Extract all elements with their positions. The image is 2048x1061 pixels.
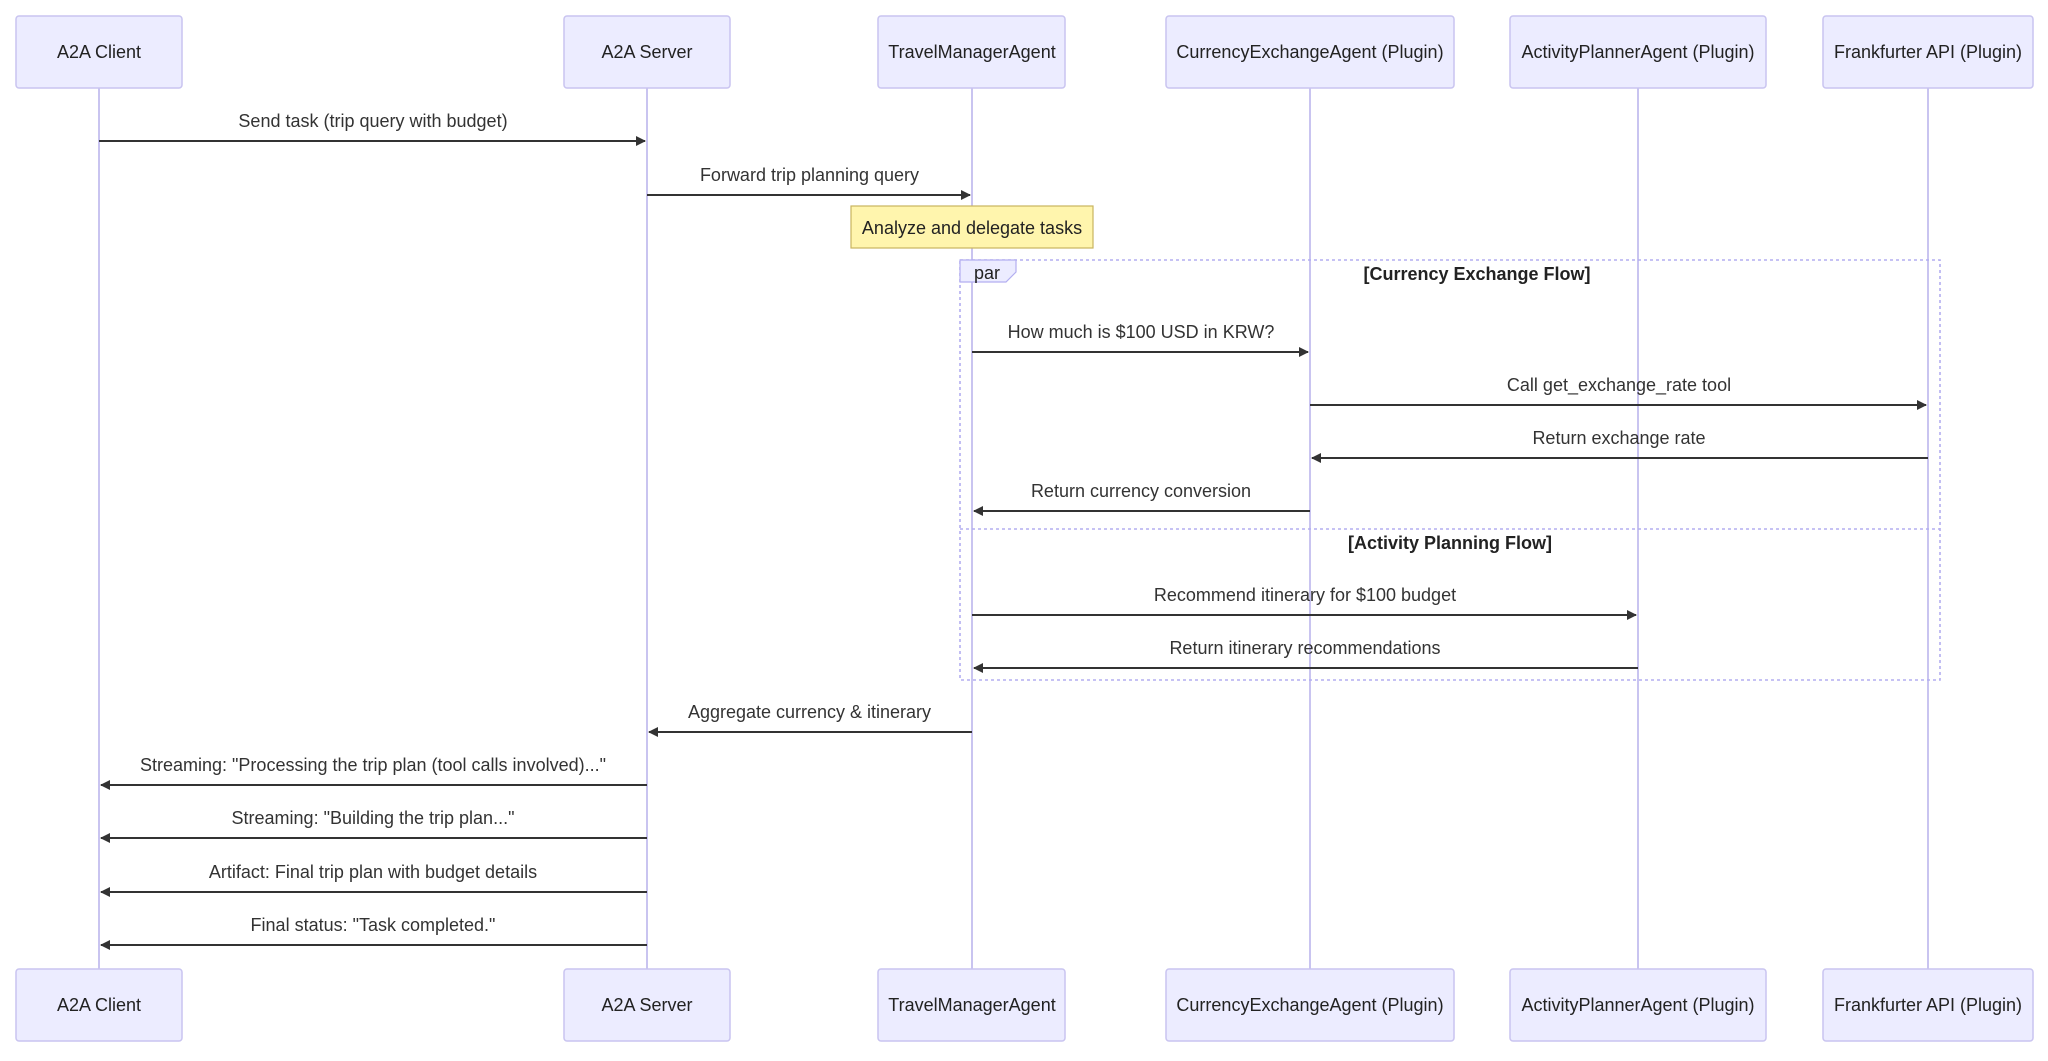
participant-server-top: A2A Server: [563, 15, 731, 89]
message-13: Final status: "Task completed.": [100, 915, 647, 950]
message-1: Send task (trip query with budget): [99, 111, 646, 146]
participant-label: TravelManagerAgent: [888, 995, 1055, 1015]
participant-label: A2A Client: [57, 995, 141, 1015]
participant-box: [877, 15, 1066, 89]
par-section-label: [Activity Planning Flow]: [1348, 533, 1552, 553]
message-label: Return itinerary recommendations: [1169, 638, 1440, 658]
participant-box: [15, 968, 183, 1042]
message-label: How much is $100 USD in KRW?: [1008, 322, 1275, 342]
participant-box: [1509, 968, 1767, 1042]
message-label: Return currency conversion: [1031, 481, 1251, 501]
participant-label: A2A Client: [57, 42, 141, 62]
par-frame: [959, 259, 1941, 681]
par-tag: [959, 259, 1017, 283]
participant-label: A2A Server: [601, 995, 692, 1015]
message-label: Artifact: Final trip plan with budget de…: [209, 862, 537, 882]
participant-label: Frankfurter API (Plugin): [1834, 995, 2022, 1015]
participant-box: [15, 15, 183, 89]
message-6: Return currency conversion: [973, 481, 1310, 516]
par-section-label: [Currency Exchange Flow]: [1363, 264, 1590, 284]
participant-travel-top: TravelManagerAgent: [877, 15, 1066, 89]
participant-currency-top: CurrencyExchangeAgent (Plugin): [1165, 15, 1455, 89]
participant-box: [563, 968, 731, 1042]
participant-box: [877, 968, 1066, 1042]
participant-box: [1509, 15, 1767, 89]
participant-client-bottom: A2A Client: [15, 968, 183, 1042]
note-text: Analyze and delegate tasks: [862, 218, 1082, 238]
participant-label: CurrencyExchangeAgent (Plugin): [1176, 995, 1443, 1015]
participant-box: [1165, 15, 1455, 89]
message-3: How much is $100 USD in KRW?: [972, 322, 1309, 357]
participant-label: ActivityPlannerAgent (Plugin): [1521, 42, 1754, 62]
participant-frankfurter-top: Frankfurter API (Plugin): [1822, 15, 2034, 89]
participant-label: A2A Server: [601, 42, 692, 62]
message-label: Recommend itinerary for $100 budget: [1154, 585, 1456, 605]
message-11: Streaming: "Building the trip plan...": [100, 808, 647, 843]
participant-activity-bottom: ActivityPlannerAgent (Plugin): [1509, 968, 1767, 1042]
message-label: Call get_exchange_rate tool: [1507, 375, 1731, 396]
participant-box: [1822, 968, 2034, 1042]
message-label: Aggregate currency & itinerary: [688, 702, 931, 722]
message-label: Streaming: "Processing the trip plan (to…: [140, 755, 606, 775]
message-10: Streaming: "Processing the trip plan (to…: [100, 755, 647, 790]
participant-box: [563, 15, 731, 89]
message-label: Streaming: "Building the trip plan...": [232, 808, 515, 828]
participant-label: Frankfurter API (Plugin): [1834, 42, 2022, 62]
note-box: [850, 205, 1094, 249]
message-9: Aggregate currency & itinerary: [648, 702, 972, 737]
message-8: Return itinerary recommendations: [973, 638, 1638, 673]
message-2: Forward trip planning query: [647, 165, 971, 200]
participant-frankfurter-bottom: Frankfurter API (Plugin): [1822, 968, 2034, 1042]
participant-label: CurrencyExchangeAgent (Plugin): [1176, 42, 1443, 62]
participants-bottom: A2A Client A2A Server TravelManagerAgent Cu…: [15, 968, 2034, 1042]
participant-currency-bottom: CurrencyExchangeAgent (Plugin): [1165, 968, 1455, 1042]
note-layer: Analyze and delegate tasks: [850, 205, 1094, 249]
participant-client-top: A2A Client: [15, 15, 183, 89]
par-frame-group: par [Currency Exchange Flow] [Activity Pla…: [959, 259, 1941, 681]
participant-label: ActivityPlannerAgent (Plugin): [1521, 995, 1754, 1015]
participant-label: TravelManagerAgent: [888, 42, 1055, 62]
participant-activity-top: ActivityPlannerAgent (Plugin): [1509, 15, 1767, 89]
message-12: Artifact: Final trip plan with budget de…: [100, 862, 647, 897]
message-label: Return exchange rate: [1532, 428, 1705, 448]
message-label: Final status: "Task completed.": [251, 915, 496, 935]
message-4: Call get_exchange_rate tool: [1310, 375, 1927, 410]
participant-server-bottom: A2A Server: [563, 968, 731, 1042]
participant-box: [1822, 15, 2034, 89]
participants-top: A2A Client A2A Server TravelManagerAgent Cu…: [15, 15, 2034, 89]
message-7: Recommend itinerary for $100 budget: [972, 585, 1637, 620]
note-analyze-delegate: Analyze and delegate tasks: [850, 205, 1094, 249]
messages: Send task (trip query with budget) Forwar…: [99, 111, 1928, 950]
participant-travel-bottom: TravelManagerAgent: [877, 968, 1066, 1042]
message-5: Return exchange rate: [1311, 428, 1928, 463]
message-label: Forward trip planning query: [700, 165, 919, 185]
par-tag-label: par: [974, 263, 1000, 283]
message-label: Send task (trip query with budget): [238, 111, 507, 131]
participant-box: [1165, 968, 1455, 1042]
